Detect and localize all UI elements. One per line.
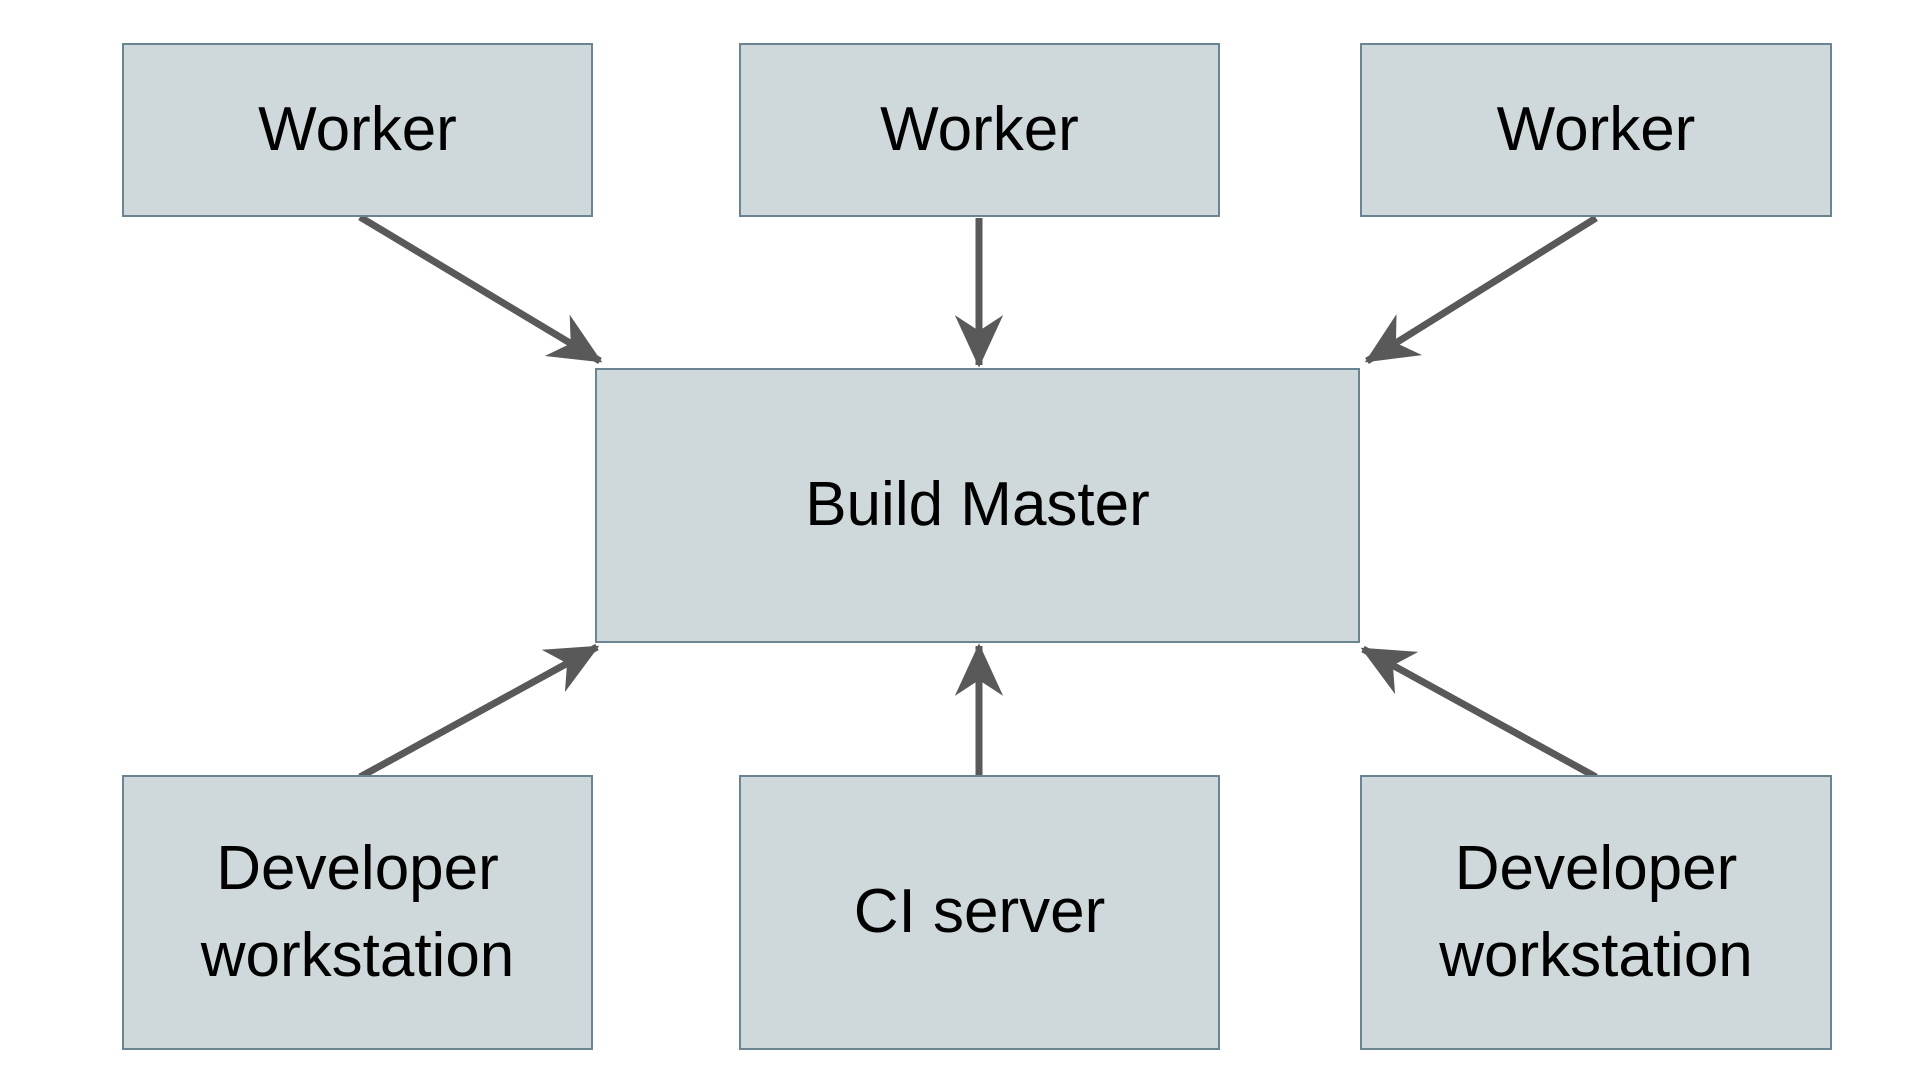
node-label-worker-3: Worker <box>1496 94 1696 164</box>
edge-worker-3-to-build-master <box>1364 215 1598 364</box>
node-label-worker-2: Worker <box>880 94 1079 164</box>
node-worker-2: Worker <box>739 43 1220 217</box>
edge-worker-1-to-build-master <box>358 213 603 365</box>
node-label-developer-workstation-2: Developer workstation <box>1439 833 1753 990</box>
edge-developer-workstation-2-to-build-master <box>1360 645 1598 781</box>
node-developer-workstation-2: Developer workstation <box>1360 775 1832 1050</box>
node-label-developer-workstation-1: Developer workstation <box>200 833 515 990</box>
edge-group <box>358 213 1598 781</box>
node-label-worker-1: Worker <box>258 94 457 164</box>
node-worker-3: Worker <box>1360 43 1832 217</box>
edge-developer-workstation-1-to-build-master <box>358 643 600 781</box>
node-build-master: Build Master <box>595 368 1360 643</box>
node-worker-1: Worker <box>122 43 593 217</box>
node-ci-server: CI server <box>739 775 1220 1050</box>
node-label-ci-server: CI server <box>853 877 1106 947</box>
node-label-build-master: Build Master <box>805 470 1150 540</box>
node-developer-workstation-1: Developer workstation <box>122 775 593 1050</box>
